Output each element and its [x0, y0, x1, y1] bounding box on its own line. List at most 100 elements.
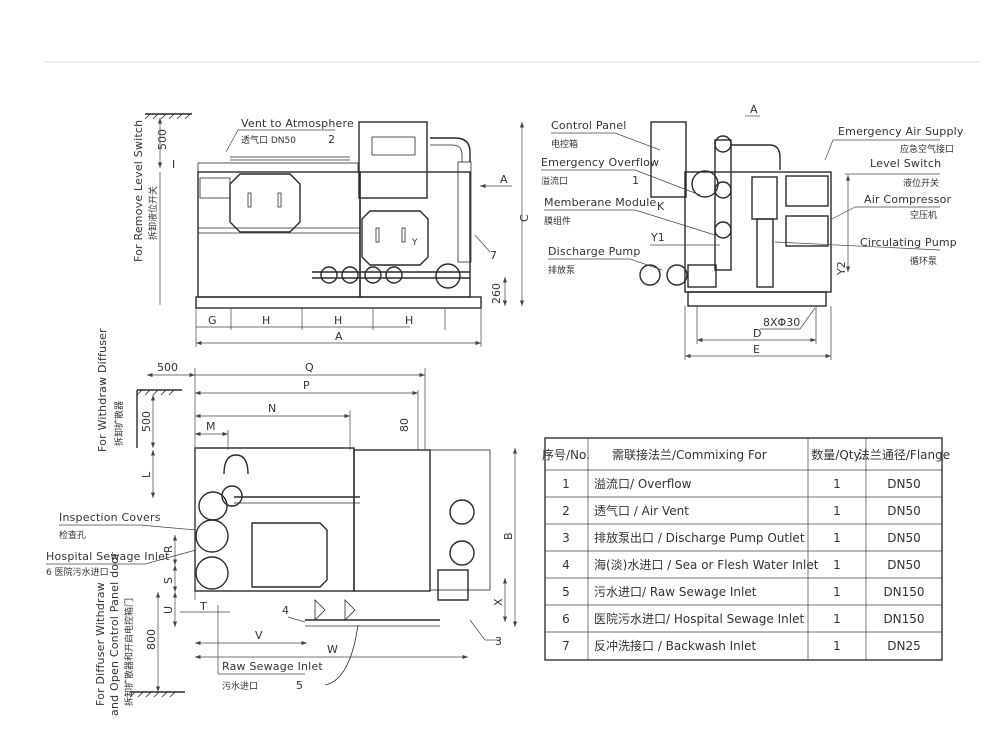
emergency-overflow-cn: 溢流口: [541, 175, 568, 187]
tank-side: [684, 171, 832, 293]
dim-N: N: [268, 402, 276, 415]
table-cell-flange: DN150: [883, 585, 924, 599]
table-cell-item: 污水进口/ Raw Sewage Inlet: [594, 585, 757, 599]
front-view: 500 I For Remove Level Switch 拆卸液位开关 Ven…: [132, 113, 531, 347]
wall-hatch: [129, 389, 185, 698]
table-cell-qty: 1: [833, 531, 841, 545]
circulating-pump-cn: 循环泵: [910, 255, 937, 267]
dim-V: V: [255, 629, 263, 642]
dim-260: 260: [490, 283, 503, 304]
table-cell-no: 1: [562, 477, 570, 491]
raw-inlet-label: Raw Sewage Inlet: [222, 660, 323, 673]
control-panel-cn: 电控箱: [551, 138, 578, 150]
raw-inlet-cn: 污水进口: [222, 680, 258, 692]
table-cell-no: 6: [562, 612, 570, 626]
mounting-holes: 8XΦ30: [763, 316, 800, 329]
dim-C: C: [518, 214, 531, 222]
remove-level-switch-label: For Remove Level Switch: [132, 120, 145, 262]
table-header-qty: 数量/Qty.: [811, 447, 862, 462]
dim-500: 500: [156, 129, 169, 150]
control-panel: [358, 121, 428, 199]
discharge-pump-cn: 排放泵: [548, 264, 575, 276]
diffuser-door-cn: 拆卸扩散器和开启电控箱门: [123, 598, 135, 706]
dim-H: H: [262, 314, 270, 327]
dim-800: 800: [145, 629, 158, 650]
emergency-air-supply-label: Emergency Air Supply: [838, 125, 964, 138]
dim-H: H: [334, 314, 342, 327]
dim-B: B: [502, 532, 515, 540]
table-cell-qty: 1: [833, 585, 841, 599]
dim-Q: Q: [305, 361, 314, 374]
dim-H: H: [405, 314, 413, 327]
dim-W: W: [327, 643, 338, 656]
plan-view: For Withdraw Diffuser 拆卸扩散器 500 Q P N M: [46, 328, 518, 716]
vent-label: Vent to Atmosphere: [241, 117, 354, 130]
section-title-a: A: [750, 103, 758, 116]
table-cell-qty: 1: [833, 477, 841, 491]
dim-T: T: [199, 600, 207, 613]
dim-K: K: [657, 200, 665, 213]
table-cell-no: 5: [562, 585, 570, 599]
control-panel-side: [650, 121, 687, 198]
table-cell-flange: DN50: [887, 558, 921, 572]
hospital-inlet-cn: 6 医院污水进口: [46, 566, 109, 578]
dim-I: I: [172, 158, 175, 171]
air-compressor: [785, 175, 829, 207]
inspection-covers-cn: 检查孔: [59, 529, 86, 541]
table-cell-no: 2: [562, 504, 570, 518]
inspection-cover-flange: [195, 519, 229, 553]
table-cell-flange: DN25: [887, 639, 921, 653]
hospital-inlet-label: Hospital Sewage Inlet: [46, 550, 170, 563]
withdraw-diffuser-label: For Withdraw Diffuser: [96, 328, 109, 452]
dim-U: U: [162, 606, 175, 614]
emergency-air-supply-cn: 应急空气接口: [900, 143, 954, 155]
table-cell-item: 反冲洗接口 / Backwash Inlet: [594, 638, 757, 653]
dim-P: P: [303, 379, 310, 392]
circulating-pump-motor: [751, 176, 778, 220]
level-switch-label: Level Switch: [870, 157, 941, 170]
inspection-covers-label: Inspection Covers: [59, 511, 161, 524]
diffuser-door-label-1: For Diffuser Withdraw: [94, 582, 107, 706]
vent-callout: 2: [328, 133, 335, 146]
table-cell-flange: DN150: [883, 612, 924, 626]
table-header-no: 序号/No.: [542, 447, 590, 462]
table-cell-flange: DN50: [887, 477, 921, 491]
base-frame: [195, 296, 482, 309]
table-cell-qty: 1: [833, 612, 841, 626]
withdraw-diffuser-cn: 拆卸扩散器: [113, 401, 125, 446]
callout-4: 4: [282, 604, 289, 617]
air-compressor-cn: 空压机: [910, 209, 937, 221]
table-cell-no: 4: [562, 558, 570, 572]
discharge-pump: [687, 264, 717, 288]
air-compressor: [785, 215, 829, 247]
pump: [435, 263, 461, 289]
raw-inlet-callout: 5: [296, 679, 303, 692]
inspection-cover: [229, 173, 301, 233]
table-cell-item: 海(淡)水进口 / Sea or Flesh Water Inlet: [594, 557, 819, 572]
table-cell-item: 医院污水进口/ Hospital Sewage Inlet: [594, 612, 804, 626]
inspection-cover-flange: [198, 491, 228, 521]
table-cell-qty: 1: [833, 639, 841, 653]
dim-Y1: Y1: [650, 231, 665, 244]
vent-cn: 透气口 DN50: [241, 134, 296, 146]
table-header-flange: 法兰通径/Flange: [858, 448, 950, 462]
pump-plan: [437, 569, 469, 601]
table-cell-qty: 1: [833, 504, 841, 518]
table-cell-item: 透气口 / Air Vent: [594, 503, 689, 518]
circulating-pump-label: Circulating Pump: [860, 236, 957, 249]
table-cell-flange: DN50: [887, 531, 921, 545]
ceiling-hatch: [144, 113, 192, 120]
mark-y: Y: [411, 238, 418, 248]
dim-L: L: [140, 471, 153, 478]
diffuser-door-label-2: and Open Control Panel door: [108, 552, 121, 716]
membrane-module: [714, 139, 732, 271]
table-cell-flange: DN50: [887, 504, 921, 518]
discharge-pump-label: Discharge Pump: [548, 245, 641, 258]
level-switch-cn: 液位开关: [903, 177, 939, 189]
emergency-overflow-label: Emergency Overflow: [541, 156, 659, 169]
dim-80: 80: [398, 418, 411, 432]
control-panel-label: Control Panel: [551, 119, 627, 132]
tank-plan-left: [194, 447, 355, 592]
callout-7: 7: [490, 249, 497, 262]
